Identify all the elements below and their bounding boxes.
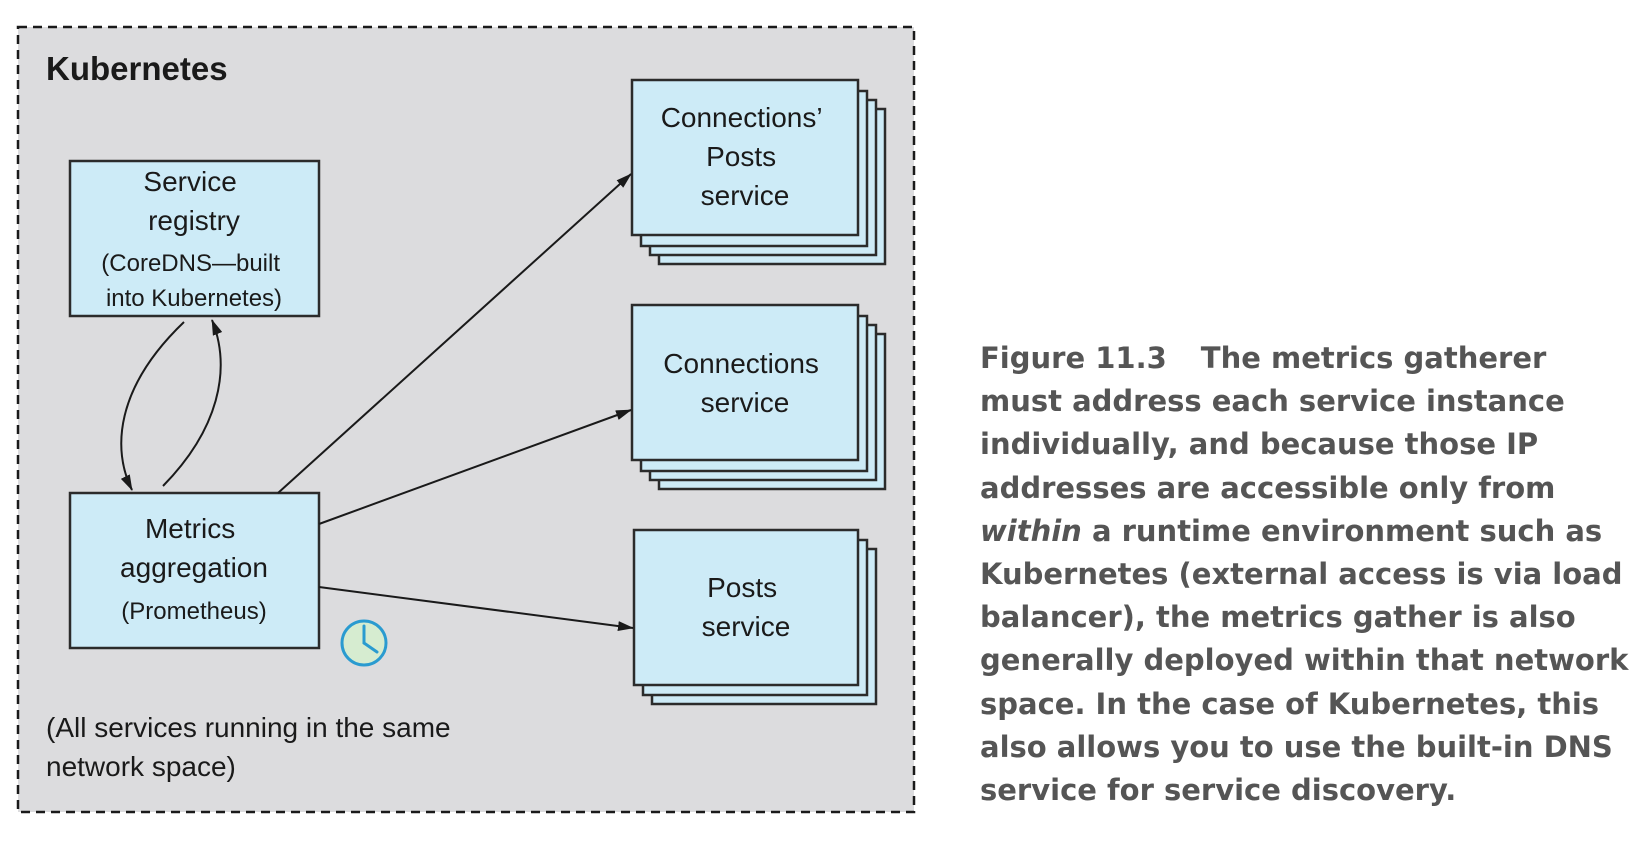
caption-text: a runtime environment such as (1091, 513, 1603, 548)
figure-caption: Figure 11.3 The metrics gatherer must add… (980, 337, 1629, 812)
metrics-aggregation-label-line: Metrics (145, 513, 235, 544)
region-note: (All services running in the same networ… (46, 712, 458, 782)
caption-line: generally deployed within that network (980, 643, 1629, 678)
metrics-aggregation-label: Metrics aggregation (120, 513, 268, 583)
posts-service-label-line: Posts (707, 572, 777, 603)
connectors (120, 173, 634, 632)
clock-icon (340, 619, 388, 667)
service-registry-sublabel: (CoreDNS—built into Kubernetes) (101, 250, 286, 312)
posts-service-box (632, 528, 860, 687)
region-note-line: network space) (46, 751, 236, 782)
metrics-aggregation-node: Metrics aggregation (Prometheus) (68, 491, 321, 650)
connections-posts-service-stack: Connections’ Posts service (630, 78, 887, 266)
service-registry-label-line: registry (148, 205, 240, 236)
posts-service-stack: Posts service (632, 528, 878, 706)
connections-posts-service-label-line: service (701, 180, 790, 211)
connections-service-stack: Connections service (630, 303, 887, 491)
connections-posts-service-label-line: Connections’ (661, 102, 822, 133)
region-note-line: (All services running in the same (46, 712, 451, 743)
metrics-aggregation-box (68, 491, 321, 650)
metrics-aggregation-label-line: aggregation (120, 552, 268, 583)
metrics-aggregation-sublabel: (Prometheus) (121, 598, 266, 625)
arrow-registry-to-metrics (120, 321, 185, 491)
connections-posts-service-box (630, 78, 860, 237)
caption-line: Figure 11.3 The metrics gatherer (980, 337, 1620, 380)
caption-line: space. In the case of Kubernetes, this (980, 686, 1600, 721)
connections-service-label-line: Connections (663, 348, 819, 379)
service-registry-label-line: Service (143, 166, 236, 197)
caption-line: also allows you to use the built-in DNS (980, 729, 1613, 764)
arrow-metrics-to-posts (318, 586, 634, 632)
caption-line: must address each service instance (980, 384, 1565, 419)
caption-emphasis: within (980, 513, 1082, 548)
service-registry-box (68, 159, 321, 318)
connections-posts-service-label: Connections’ Posts service (661, 102, 830, 211)
service-registry-node: Service registry (CoreDNS—built into Kub… (68, 159, 321, 318)
caption-line: addresses are accessible only from (980, 470, 1556, 505)
arrow-metrics-to-registry (162, 319, 223, 487)
arrow-metrics-to-connections (318, 409, 632, 525)
service-registry-sublabel-line: (CoreDNS—built (101, 250, 280, 277)
connections-service-box (630, 303, 860, 462)
connections-service-label-line: service (701, 387, 790, 418)
service-registry-label: Service registry (143, 166, 244, 236)
caption-line: Kubernetes (external access is via load (980, 557, 1623, 592)
arrow-metrics-to-connections-posts (277, 173, 632, 494)
posts-service-label-line: service (702, 611, 791, 642)
caption-text: The metrics gatherer (1200, 341, 1547, 375)
figure-label: Figure 11.3 (980, 341, 1167, 375)
caption-line: service for service discovery. (980, 773, 1457, 808)
caption-line: within a runtime environment such as (980, 510, 1620, 553)
metrics-aggregation-sublabel-line: (Prometheus) (121, 598, 266, 625)
caption-line: individually, and because those IP (980, 427, 1539, 462)
connections-service-label: Connections service (663, 348, 826, 418)
region-title: Kubernetes (46, 50, 228, 87)
posts-service-label: Posts service (702, 572, 791, 642)
service-registry-sublabel-line: into Kubernetes) (106, 285, 282, 312)
caption-line: balancer), the metrics gather is also (980, 600, 1576, 635)
connections-posts-service-label-line: Posts (706, 141, 776, 172)
